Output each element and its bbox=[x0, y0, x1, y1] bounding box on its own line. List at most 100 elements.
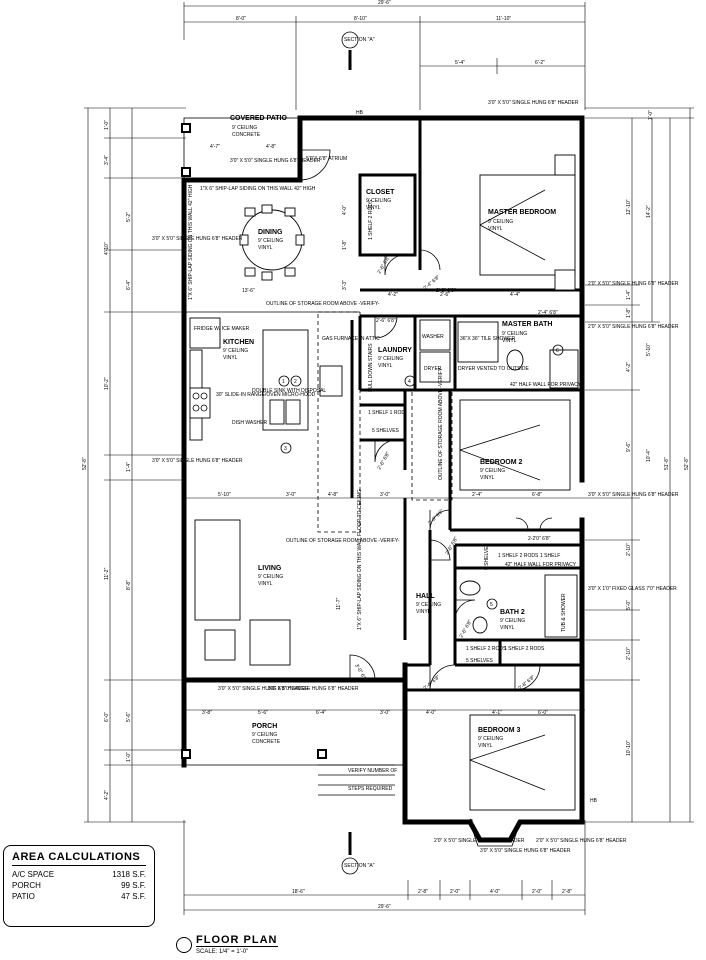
svg-text:2'-0": 2'-0" bbox=[450, 889, 460, 895]
svg-text:9' CEILING: 9' CEILING bbox=[378, 356, 403, 362]
svg-text:8'-0": 8'-0" bbox=[236, 16, 246, 22]
room-label-master-bath: MASTER BATH bbox=[502, 321, 552, 328]
svg-text:10'-2": 10'-2" bbox=[104, 377, 110, 390]
svg-text:4'-8": 4'-8" bbox=[266, 144, 276, 150]
svg-text:3'-3": 3'-3" bbox=[342, 280, 348, 290]
svg-text:4'-0": 4'-0" bbox=[342, 205, 348, 215]
svg-text:2'-10": 2'-10" bbox=[626, 647, 632, 660]
note-shelf-rod: 1 SHELF 1 ROD bbox=[368, 410, 405, 416]
area-value-porch: 99 S.F. bbox=[121, 881, 146, 890]
area-row: A/C SPACE 1318 S.F. bbox=[12, 869, 146, 880]
area-label-porch: PORCH bbox=[12, 881, 41, 890]
svg-text:2'-8" 6'8": 2'-8" 6'8" bbox=[436, 288, 456, 294]
svg-text:VINYL: VINYL bbox=[502, 338, 517, 344]
note-pull-down-stairs: PULL DOWN STAIRS bbox=[368, 343, 374, 392]
room-label-master-bedroom: MASTER BEDROOM bbox=[488, 209, 556, 216]
svg-text:9' CEILING: 9' CEILING bbox=[252, 732, 277, 738]
svg-text:9' CEILING: 9' CEILING bbox=[416, 602, 441, 608]
room-label-porch: PORCH bbox=[252, 723, 277, 730]
svg-text:2'-10": 2'-10" bbox=[626, 543, 632, 556]
svg-text:1'-0": 1'-0" bbox=[104, 120, 110, 130]
svg-text:6'-0": 6'-0" bbox=[104, 712, 110, 722]
svg-text:2'-4" 6'8": 2'-4" 6'8" bbox=[538, 310, 558, 316]
svg-text:6'-0": 6'-0" bbox=[538, 710, 548, 716]
svg-text:4'-1": 4'-1" bbox=[492, 710, 502, 716]
porch bbox=[181, 679, 406, 796]
svg-text:10'-4": 10'-4" bbox=[646, 449, 652, 462]
svg-text:3'0" X 5'0" SINGLE HUNG 6'8" H: 3'0" X 5'0" SINGLE HUNG 6'8" HEADER bbox=[588, 492, 679, 498]
note-shiplap-top: 1"X 6" SHIP-LAP SIDING ON THIS WALL 42" … bbox=[200, 186, 316, 192]
svg-text:4'-8": 4'-8" bbox=[328, 492, 338, 498]
note-shelf-2rods-c: 1 SHELF 2 RODS bbox=[504, 646, 545, 652]
svg-text:3'0" X 5'0" SINGLE HUNG 6'8" H: 3'0" X 5'0" SINGLE HUNG 6'8" HEADER bbox=[152, 458, 243, 464]
svg-text:2'-4": 2'-4" bbox=[472, 492, 482, 498]
note-storage-living: OUTLINE OF STORAGE ROOM ABOVE -VERIFY- bbox=[286, 538, 400, 544]
note-storage-kitchen: OUTLINE OF STORAGE ROOM ABOVE -VERIFY- bbox=[266, 301, 380, 307]
svg-text:2-2'0" 6'8": 2-2'0" 6'8" bbox=[528, 536, 551, 542]
section-marker-top bbox=[341, 31, 359, 70]
note-washer: WASHER bbox=[422, 334, 444, 340]
storage-outlines bbox=[317, 311, 453, 533]
svg-text:2'-6" 6'8": 2'-6" 6'8" bbox=[377, 451, 392, 471]
tag-markers bbox=[278, 344, 564, 610]
svg-text:CONCRETE: CONCRETE bbox=[252, 739, 281, 745]
drawing-title: FLOOR PLAN bbox=[196, 934, 278, 947]
room-label-kitchen: KITCHEN bbox=[223, 339, 254, 346]
section-label-top: SECTION "A" bbox=[344, 37, 375, 43]
svg-text:2'-0": 2'-0" bbox=[532, 889, 542, 895]
svg-text:5'-6": 5'-6" bbox=[126, 712, 132, 722]
svg-text:9' CEILING: 9' CEILING bbox=[366, 198, 391, 204]
title-circle-icon bbox=[176, 937, 192, 953]
section-marker-bottom bbox=[341, 832, 359, 875]
note-half-wall-b: 42" HALF WALL FOR PRIVACY bbox=[505, 562, 577, 568]
svg-text:2'0" X 5'0" SINGLE HUNG 6'8" H: 2'0" X 5'0" SINGLE HUNG 6'8" HEADER bbox=[588, 281, 679, 287]
note-hb-top: HB bbox=[356, 110, 364, 116]
svg-text:5'-6": 5'-6" bbox=[258, 710, 268, 716]
svg-text:VINYL: VINYL bbox=[366, 205, 381, 211]
svg-text:9'-6": 9'-6" bbox=[626, 442, 632, 452]
svg-text:6'-4": 6'-4" bbox=[316, 710, 326, 716]
tag-4: 4 bbox=[408, 379, 411, 385]
room-label-bedroom3: BEDROOM 3 bbox=[478, 727, 521, 734]
svg-text:1'-4": 1'-4" bbox=[626, 290, 632, 300]
svg-text:3'0" X 5'0" SINGLE HUNG 6'8" H: 3'0" X 5'0" SINGLE HUNG 6'8" HEADER bbox=[152, 236, 243, 242]
svg-text:3'0" X 1'0" FIXED GLASS 7'0" H: 3'0" X 1'0" FIXED GLASS 7'0" HEADER bbox=[588, 586, 677, 592]
note-steps-required: STEPS REQUIRED bbox=[348, 786, 393, 792]
svg-text:VINYL: VINYL bbox=[378, 363, 393, 369]
svg-text:2'-6": 2'-6" bbox=[440, 292, 450, 298]
svg-text:4'-2": 4'-2" bbox=[388, 292, 398, 298]
note-shelves-c: 5 SHELVES bbox=[466, 658, 494, 664]
svg-text:2'-6" 6'8": 2'-6" 6'8" bbox=[459, 619, 474, 639]
svg-text:VINYL: VINYL bbox=[500, 625, 515, 631]
svg-text:4'-10": 4'-10" bbox=[104, 242, 110, 255]
section-label-bottom: SECTION "A" bbox=[344, 863, 375, 869]
svg-text:9' CEILING: 9' CEILING bbox=[478, 736, 503, 742]
note-storage-bed2: OUTLINE OF STORAGE ROOM ABOVE -VERIFY- bbox=[438, 366, 444, 480]
svg-text:51'-8": 51'-8" bbox=[664, 457, 670, 470]
svg-text:3'-0": 3'-0" bbox=[380, 492, 390, 498]
note-gas-furnace: GAS FURNACE IN ATTIC bbox=[322, 336, 380, 342]
area-row: PORCH 99 S.F. bbox=[12, 880, 146, 891]
svg-text:1'-0": 1'-0" bbox=[648, 110, 654, 120]
svg-text:11'-10": 11'-10" bbox=[496, 16, 511, 22]
dimension-lines bbox=[84, 2, 694, 915]
note-half-wall-a: 42" HALF WALL FOR PRIVACY bbox=[510, 382, 582, 388]
note-verify-steps: VERIFY NUMBER OF bbox=[348, 768, 397, 774]
svg-text:2'-8": 2'-8" bbox=[418, 889, 428, 895]
svg-text:1'-8": 1'-8" bbox=[342, 240, 348, 250]
svg-text:2'-6" 6'8": 2'-6" 6'8" bbox=[377, 255, 392, 275]
svg-text:5'-0": 5'-0" bbox=[626, 600, 632, 610]
plan-notes: 1"X 6" SHIP-LAP SIDING ON THIS WALL 42" … bbox=[188, 110, 598, 804]
drawing-scale: SCALE: 1/4" = 1'-0" bbox=[196, 949, 249, 955]
note-dryer-vent: DRYER VENTED TO OUTSIDE bbox=[458, 366, 530, 372]
tag-6: 6 bbox=[556, 348, 559, 354]
svg-text:18'-6": 18'-6" bbox=[292, 889, 305, 895]
svg-text:3'0" X 5'0" SINGLE HUNG 6'8" H: 3'0" X 5'0" SINGLE HUNG 6'8" HEADER bbox=[480, 848, 571, 854]
window-labels: 3'0" X 5'0" SINGLE HUNG 6'8" HEADER 3'0"… bbox=[152, 100, 679, 854]
room-label-living: LIVING bbox=[258, 565, 282, 572]
note-dryer: DRYER bbox=[424, 366, 442, 372]
svg-text:6'-2": 6'-2" bbox=[535, 60, 545, 66]
svg-text:14'-2": 14'-2" bbox=[646, 205, 652, 218]
svg-text:3'-4": 3'-4" bbox=[104, 155, 110, 165]
svg-text:3'-0": 3'-0" bbox=[286, 492, 296, 498]
